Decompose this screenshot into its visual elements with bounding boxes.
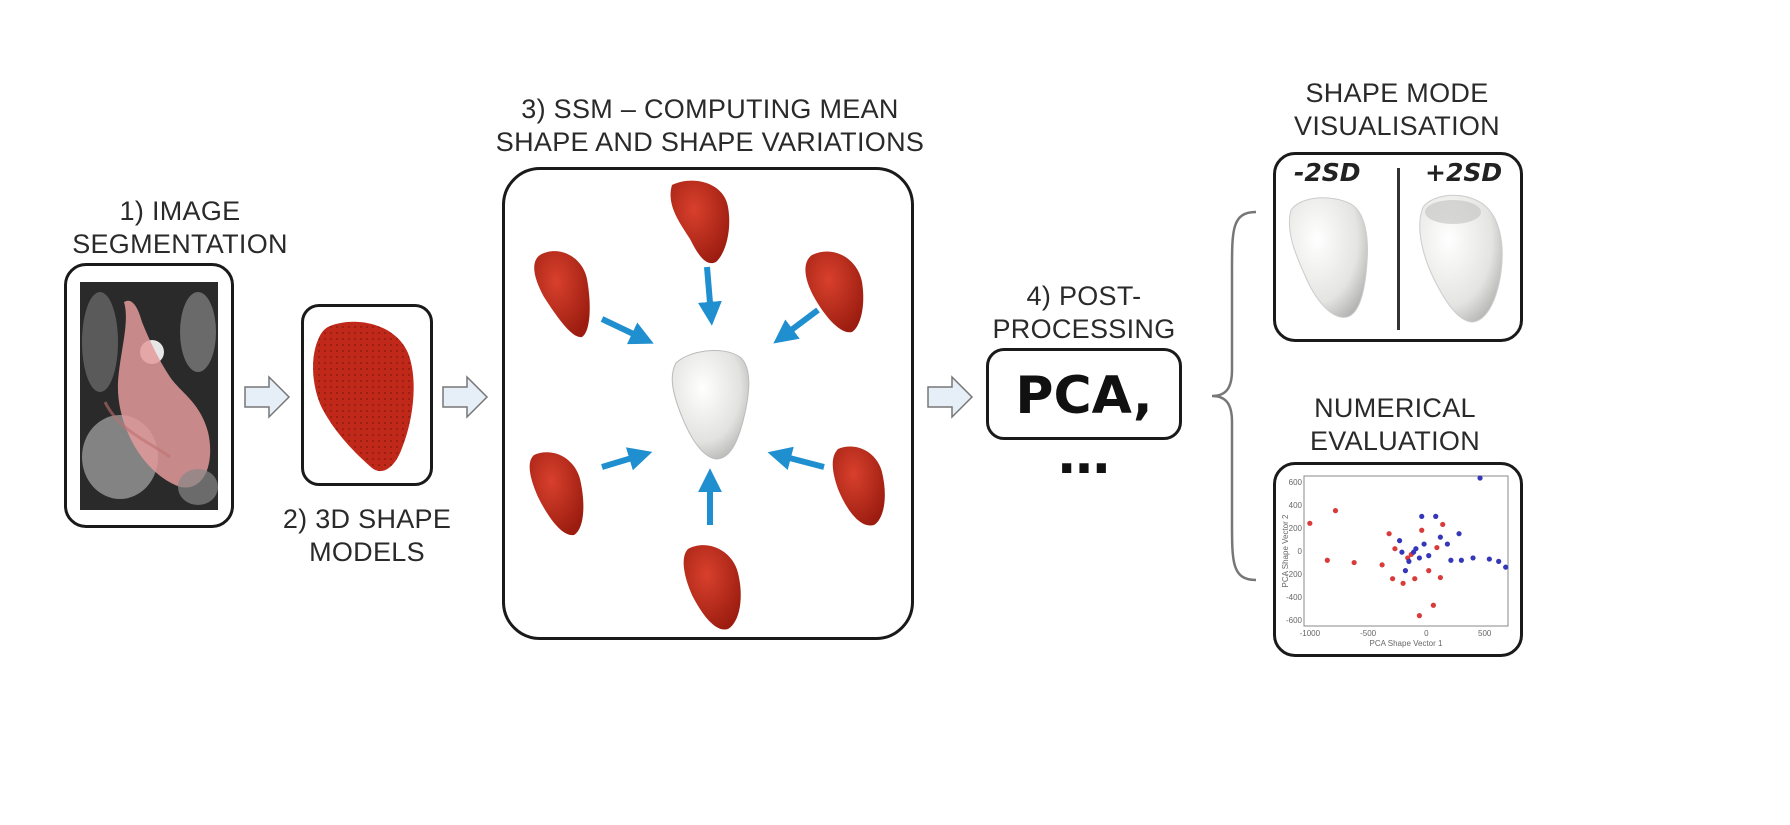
sd-divider xyxy=(1397,168,1400,330)
scatter-point xyxy=(1379,562,1385,568)
sample-shape-bottom-right xyxy=(832,446,885,526)
scatter-point xyxy=(1402,568,1409,574)
ssm-title-line1: 3) SSM – COMPUTING MEAN xyxy=(521,94,899,124)
scatter-point xyxy=(1496,558,1502,564)
scatter-point xyxy=(1386,531,1392,537)
x-tick-label: -1000 xyxy=(1300,629,1321,638)
shape-models-title-line2: MODELS xyxy=(309,537,425,567)
x-tick-label: 0 xyxy=(1424,629,1429,638)
scatter-point xyxy=(1412,576,1418,582)
scatter-point xyxy=(1399,549,1405,555)
pca-box-text: PCA, … xyxy=(1015,366,1153,486)
scatter-point xyxy=(1413,546,1419,552)
y-tick-label: 200 xyxy=(1289,524,1303,533)
visualisation-title-line1: SHAPE MODE xyxy=(1305,78,1489,108)
scatter-point xyxy=(1392,546,1398,552)
scatter-point xyxy=(1437,534,1443,540)
shape-models-title-line1: 2) 3D SHAPE xyxy=(282,504,452,534)
visualisation-title-line2: VISUALISATION xyxy=(1294,111,1500,141)
y-tick-label: 400 xyxy=(1289,501,1303,510)
scatter-point xyxy=(1426,568,1432,574)
sample-shape-bottom-left xyxy=(529,452,584,536)
shape-model-mesh xyxy=(313,321,414,472)
scatter-point xyxy=(1406,558,1412,564)
scatter-point xyxy=(1416,555,1423,561)
pca-box xyxy=(986,348,1182,440)
sample-shape-top-right xyxy=(805,251,864,333)
scatter-point xyxy=(1419,513,1425,519)
ssm-title: 3) SSM – COMPUTING MEAN SHAPE AND SHAPE … xyxy=(480,93,940,159)
scatter-point xyxy=(1477,475,1483,481)
scatter-point xyxy=(1416,613,1423,619)
scatter-point xyxy=(1307,520,1313,526)
y-tick-label: 0 xyxy=(1298,547,1303,556)
scatter-point xyxy=(1324,557,1330,563)
visualisation-shapes xyxy=(1288,194,1503,323)
y-tick-label: -600 xyxy=(1286,616,1303,625)
scatter-point xyxy=(1426,553,1432,559)
x-axis-label: PCA Shape Vector 1 xyxy=(1370,639,1443,648)
scatter-point xyxy=(1430,602,1436,608)
sample-shape-top xyxy=(670,180,730,264)
sample-shape-top-left xyxy=(534,251,590,338)
ct-scan-image xyxy=(80,282,218,510)
scatter-point xyxy=(1332,508,1339,514)
scatter-point xyxy=(1351,559,1357,566)
plus-2sd-label: +2SD xyxy=(1425,158,1503,187)
scatter-point xyxy=(1396,538,1403,544)
ssm-shapes xyxy=(529,180,885,630)
segmentation-title-line1: 1) IMAGE xyxy=(119,196,241,226)
scatter-point xyxy=(1437,574,1443,581)
scatter-point xyxy=(1486,556,1492,562)
y-tick-label: 600 xyxy=(1289,478,1303,487)
scatter-point xyxy=(1444,541,1450,547)
ssm-title-line2: SHAPE AND SHAPE VARIATIONS xyxy=(495,127,925,157)
numerical-title: NUMERICAL EVALUATION xyxy=(1270,392,1520,458)
sample-shape-bottom xyxy=(683,545,741,630)
numerical-title-line1: NUMERICAL xyxy=(1314,393,1476,423)
scatter-point xyxy=(1458,557,1464,563)
minus-2sd-shape xyxy=(1288,197,1368,318)
segmentation-title-line2: SEGMENTATION xyxy=(72,229,288,259)
scatter-point xyxy=(1433,513,1439,519)
flow-arrow-1 xyxy=(244,375,291,419)
numerical-title-line2: EVALUATION xyxy=(1309,426,1481,456)
post-title-line2: PROCESSING xyxy=(992,314,1176,344)
scatter-point xyxy=(1419,527,1425,533)
plot-area xyxy=(1303,475,1509,627)
mean-shape xyxy=(671,350,750,460)
scatter-point xyxy=(1456,531,1462,537)
scatter-point xyxy=(1440,521,1446,528)
scatter-point xyxy=(1503,564,1509,570)
y-tick-label: -400 xyxy=(1286,593,1303,602)
scatter-point xyxy=(1434,544,1440,551)
scatter-point xyxy=(1470,555,1476,561)
flow-arrow-2 xyxy=(442,375,489,419)
scatter-point xyxy=(1448,557,1454,563)
x-tick-label: -500 xyxy=(1360,629,1377,638)
x-tick-label: 500 xyxy=(1478,629,1492,638)
scatter-point xyxy=(1400,580,1406,586)
y-tick-label: -200 xyxy=(1286,570,1303,579)
segmentation-title: 1) IMAGE SEGMENTATION xyxy=(45,195,315,261)
minus-2sd-label: -2SD xyxy=(1294,158,1361,187)
curly-brace xyxy=(1211,210,1257,582)
post-title-line1: 4) POST- xyxy=(1026,281,1142,311)
post-title: 4) POST- PROCESSING xyxy=(985,280,1183,346)
plus-2sd-shape xyxy=(1419,194,1503,323)
scatter-point xyxy=(1421,541,1427,547)
visualisation-title: SHAPE MODE VISUALISATION xyxy=(1262,77,1532,143)
shape-models-title: 2) 3D SHAPE MODELS xyxy=(262,503,472,569)
y-axis-label: PCA Shape Vector 2 xyxy=(1281,514,1290,587)
scatter-point xyxy=(1389,576,1396,582)
scatter-plot: -1000 -500 0 500 600 400 200 0 -200 -400 -600 PCA … xyxy=(1281,475,1509,648)
flow-arrow-3 xyxy=(927,375,974,419)
